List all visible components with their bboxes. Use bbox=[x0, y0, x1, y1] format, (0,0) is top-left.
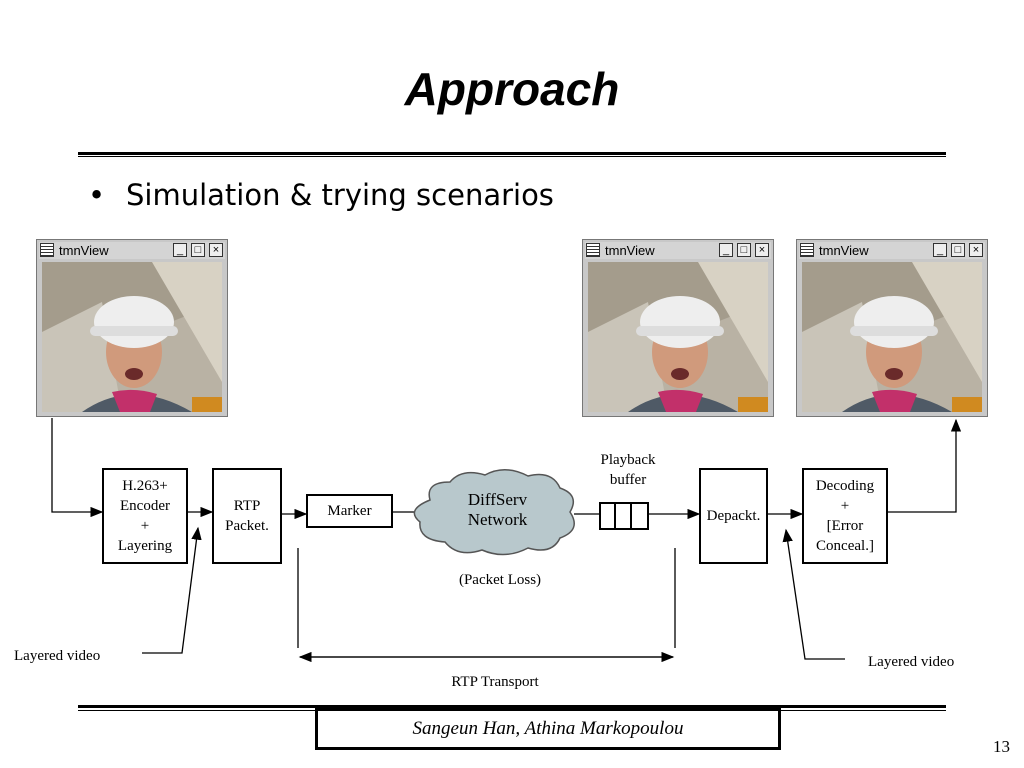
window-titlebar[interactable]: tmnView _ □ × bbox=[585, 242, 771, 259]
network-label: DiffServ Network bbox=[467, 490, 528, 529]
layered-video-left-label: Layered video bbox=[14, 648, 101, 664]
window-title: tmnView bbox=[605, 243, 655, 258]
minimize-icon[interactable]: _ bbox=[173, 243, 187, 257]
bullet-dot: • bbox=[88, 178, 106, 212]
playback-buffer-label: Playback buffer bbox=[600, 452, 656, 488]
encoder-box: H.263+ Encoder + Layering bbox=[102, 468, 188, 564]
window-titlebar[interactable]: tmnView _ □ × bbox=[39, 242, 225, 259]
window-menu-icon[interactable] bbox=[40, 243, 54, 257]
window-menu-icon[interactable] bbox=[586, 243, 600, 257]
decoding-box: Decoding + [Error Conceal.] bbox=[802, 468, 888, 564]
marker-box: Marker bbox=[306, 494, 393, 528]
depacketizer-box: Depackt. bbox=[699, 468, 768, 564]
video-frame bbox=[588, 262, 768, 412]
minimize-icon[interactable]: _ bbox=[933, 243, 947, 257]
window-title: tmnView bbox=[59, 243, 109, 258]
rtp-transport-label: RTP Transport bbox=[451, 674, 539, 690]
maximize-icon[interactable]: □ bbox=[737, 243, 751, 257]
bullet-item: • Simulation & trying scenarios bbox=[88, 178, 554, 212]
close-icon[interactable]: × bbox=[969, 243, 983, 257]
network-cloud bbox=[413, 469, 575, 556]
slide-title: Approach bbox=[404, 63, 620, 115]
video-frame bbox=[802, 262, 982, 412]
title-rule bbox=[78, 152, 946, 155]
title-rule-thin bbox=[78, 156, 946, 157]
page-number: 13 bbox=[993, 737, 1010, 756]
window-titlebar[interactable]: tmnView _ □ × bbox=[799, 242, 985, 259]
bullet-text: Simulation & trying scenarios bbox=[126, 178, 554, 212]
video-frame bbox=[42, 262, 222, 412]
close-icon[interactable]: × bbox=[755, 243, 769, 257]
rtp-packetizer-box: RTP Packet. bbox=[212, 468, 282, 564]
video-window-decoded: tmnView _ □ × bbox=[796, 239, 988, 417]
author-footer: Sangeun Han, Athina Markopoulou bbox=[315, 708, 781, 750]
maximize-icon[interactable]: □ bbox=[951, 243, 965, 257]
minimize-icon[interactable]: _ bbox=[719, 243, 733, 257]
window-title: tmnView bbox=[819, 243, 869, 258]
maximize-icon[interactable]: □ bbox=[191, 243, 205, 257]
window-menu-icon[interactable] bbox=[800, 243, 814, 257]
packet-loss-label: (Packet Loss) bbox=[458, 572, 542, 588]
close-icon[interactable]: × bbox=[209, 243, 223, 257]
footer-rule bbox=[78, 705, 946, 708]
video-window-playback: tmnView _ □ × bbox=[582, 239, 774, 417]
layered-video-right-label: Layered video bbox=[868, 654, 955, 670]
video-window-source: tmnView _ □ × bbox=[36, 239, 228, 417]
